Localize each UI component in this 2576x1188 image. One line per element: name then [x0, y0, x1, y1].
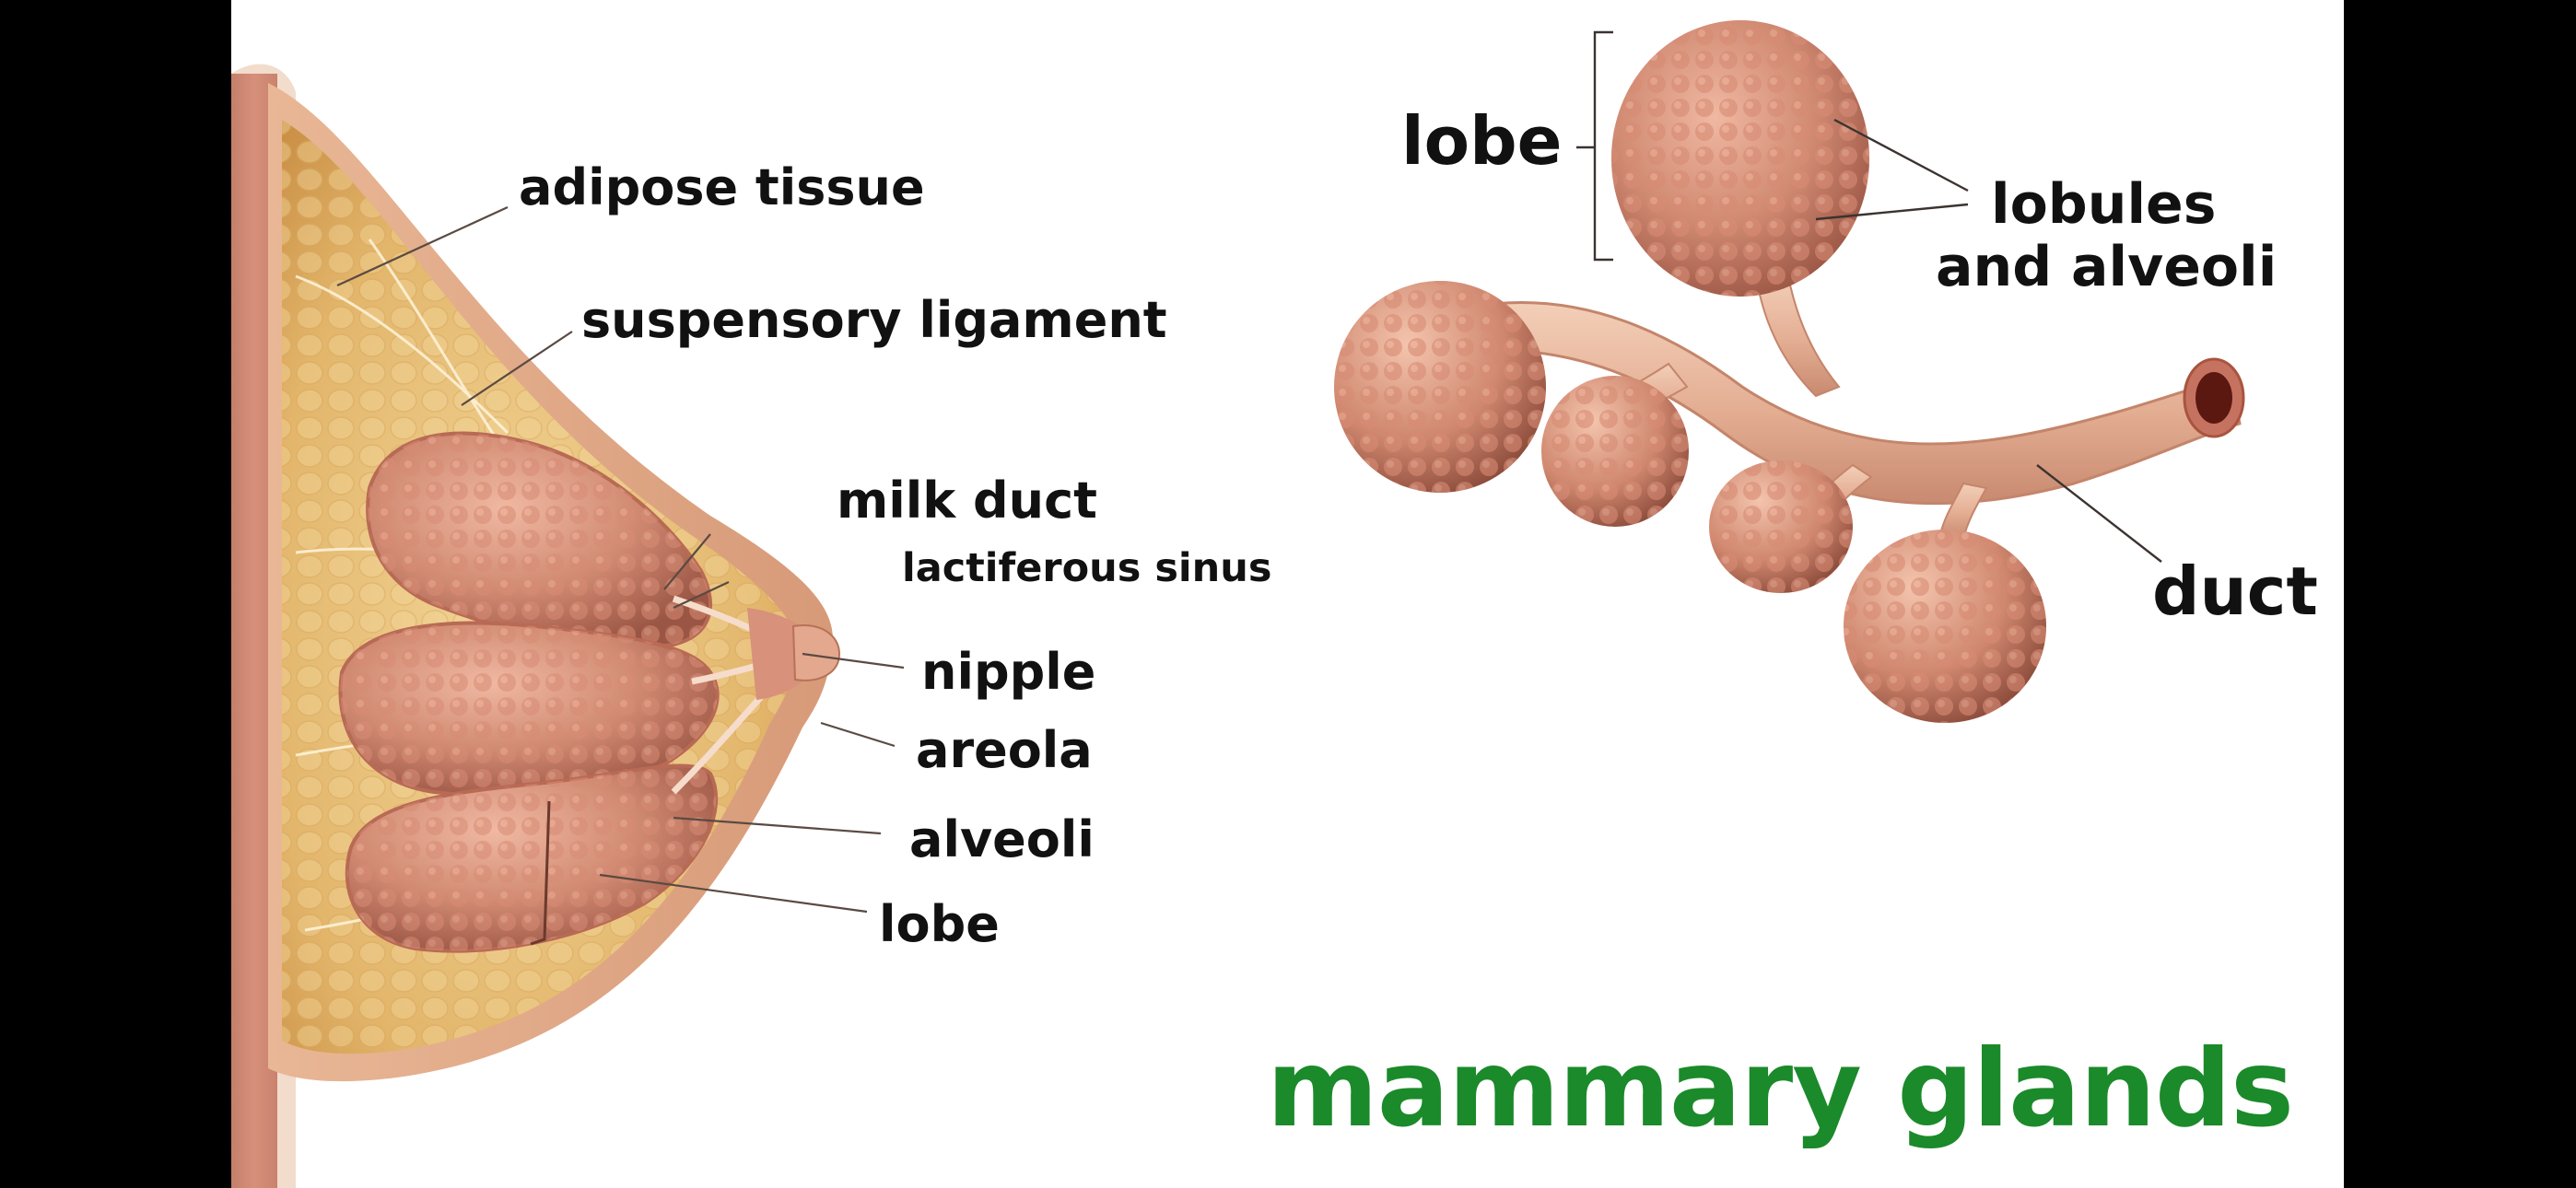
right-labels: lobe lobules and alveoli duct [1401, 102, 2318, 630]
slide-title: mammary glands [1266, 1027, 2294, 1151]
breast-cross-section [231, 64, 841, 1188]
diagram-slide: adipose tissue suspensory ligament milk … [231, 0, 2344, 1188]
label-lobe-left: lobe [879, 895, 1000, 953]
duct-branch-top [1754, 275, 1841, 398]
label-lobules-line2: and alveoli [1936, 235, 2277, 299]
breast-lobes [338, 431, 720, 953]
label-duct: duct [2152, 553, 2318, 630]
left-leader-lines [336, 206, 905, 914]
lobule-duct-illustration [1334, 20, 2245, 723]
lobule-cluster-left [1334, 281, 1546, 493]
left-labels: adipose tissue suspensory ligament milk … [519, 158, 1272, 953]
nipple-shape [791, 624, 841, 681]
label-milk-duct: milk duct [837, 472, 1097, 530]
lobule-cluster-mid [1541, 376, 1689, 527]
label-lobules-line1: lobules [1991, 172, 2216, 237]
label-adipose-tissue: adipose tissue [519, 158, 925, 216]
mammary-diagram: adipose tissue suspensory ligament milk … [231, 20, 2318, 1188]
lobule-cluster-lower-right [1844, 530, 2046, 723]
label-lobe-right: lobe [1401, 102, 1563, 180]
label-suspensory-ligament: suspensory ligament [581, 291, 1167, 349]
label-nipple: nipple [921, 643, 1095, 701]
lobule-cluster-top [1611, 20, 1869, 297]
label-alveoli: alveoli [909, 810, 1095, 868]
right-leader-lines [1576, 30, 2162, 563]
lobule-cluster-lower-mid [1709, 460, 1853, 593]
label-areola: areola [916, 721, 1093, 779]
main-duct [1492, 300, 2242, 506]
label-lactiferous-sinus: lactiferous sinus [902, 545, 1272, 591]
